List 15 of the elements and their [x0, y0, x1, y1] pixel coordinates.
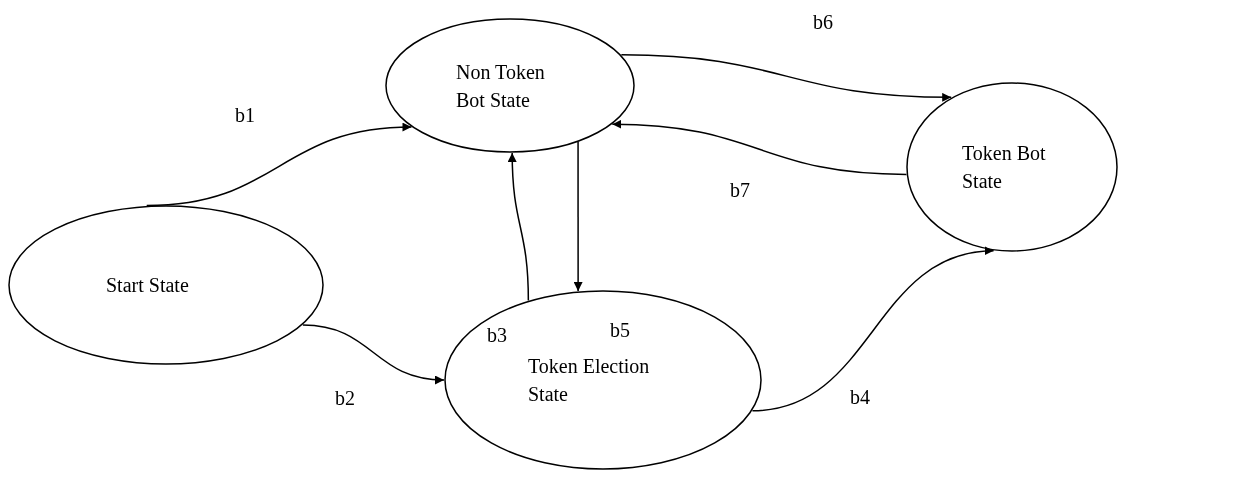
- arrow: [620, 54, 952, 102]
- state-name: Token Bot State: [962, 141, 1047, 194]
- arrow: [751, 247, 995, 412]
- arrow: [507, 152, 530, 302]
- arrow: [573, 141, 583, 292]
- arrow: [302, 324, 445, 384]
- state-name: Start State: [106, 273, 190, 298]
- arrow: [146, 123, 413, 207]
- state-ellipse: [385, 18, 635, 153]
- arrow: [611, 120, 908, 176]
- state-name: Non Token Bot State: [456, 59, 546, 113]
- state-name: Token Election State: [528, 354, 651, 407]
- state-ellipse: [906, 82, 1118, 252]
- state-ellipse: [444, 290, 762, 470]
- state-ellipse: [8, 205, 324, 365]
